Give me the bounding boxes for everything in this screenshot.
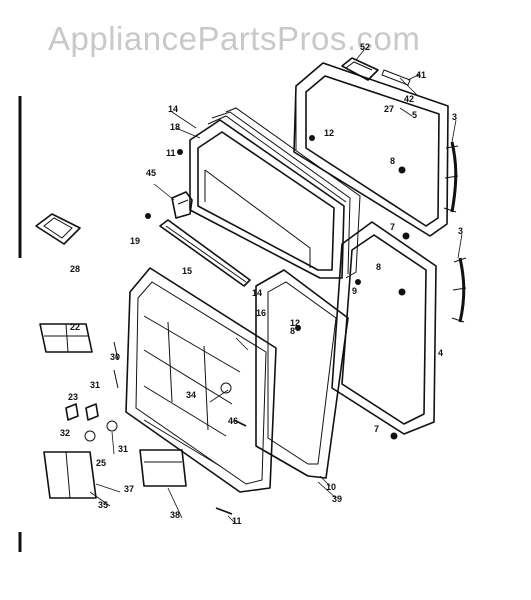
part-label-39: 39 [332,494,342,504]
part-label-12b: 12 [290,318,300,328]
bin-part-38 [139,449,187,487]
fresh-food-door-liner [125,267,277,493]
part-label-8a: 8 [390,156,395,166]
part-label-35: 35 [98,500,108,510]
part-label-22: 22 [70,322,80,332]
part-label-37: 37 [124,484,134,494]
part-label-3b: 3 [458,226,463,236]
part-label-14b: 14 [252,288,262,298]
part-label-7a: 7 [390,222,395,232]
part-label-31a: 31 [90,380,100,390]
leader-lines [89,49,463,525]
part-label-5: 5 [412,110,417,120]
handle-trim-assembly [341,57,411,86]
part-label-12a: 12 [324,128,334,138]
part-label-11b: 11 [232,516,242,526]
part-label-38: 38 [170,510,180,520]
part-label-34: 34 [186,390,196,400]
part-label-30: 30 [110,352,120,362]
part-label-8c: 8 [290,326,295,336]
freezer-door-gasket [225,107,361,279]
part-label-46: 46 [228,416,238,426]
fresh-food-door-handle [451,257,467,323]
watermark-text: AppliancePartsPros.com [48,20,420,57]
breaker-strip-15 [159,219,251,287]
part-label-16: 16 [256,308,266,318]
part-label-7b: 7 [374,424,379,434]
part-label-31b: 31 [118,444,128,454]
shelf-part-22 [39,323,93,353]
part-label-19: 19 [130,236,140,246]
part-label-32: 32 [60,428,70,438]
part-label-28: 28 [70,264,80,274]
part-label-18: 18 [170,122,180,132]
part-label-41: 41 [416,70,426,80]
part-label-9: 9 [352,286,357,296]
part-label-52: 52 [360,42,370,52]
part-label-25: 25 [96,458,106,468]
part-label-27: 27 [384,104,394,114]
freezer-door-outer-panel [293,62,449,237]
fresh-food-door-outer-panel [331,221,437,435]
part-label-42: 42 [404,94,414,104]
part-label-45: 45 [146,168,156,178]
part-label-3a: 3 [452,112,457,122]
small-hardware [65,135,410,515]
shelf-part-28 [35,213,81,245]
fresh-food-door-gasket [255,269,349,479]
part-label-23: 23 [68,392,78,402]
bin-part-35 [43,451,97,499]
bracket-part-45 [171,191,193,219]
freezer-door-handle [443,141,459,213]
part-label-4: 4 [438,348,443,358]
part-label-8b: 8 [376,262,381,272]
part-label-15: 15 [182,266,192,276]
part-label-10: 10 [326,482,336,492]
part-label-11a: 11 [166,148,176,158]
part-label-14a: 14 [168,104,178,114]
